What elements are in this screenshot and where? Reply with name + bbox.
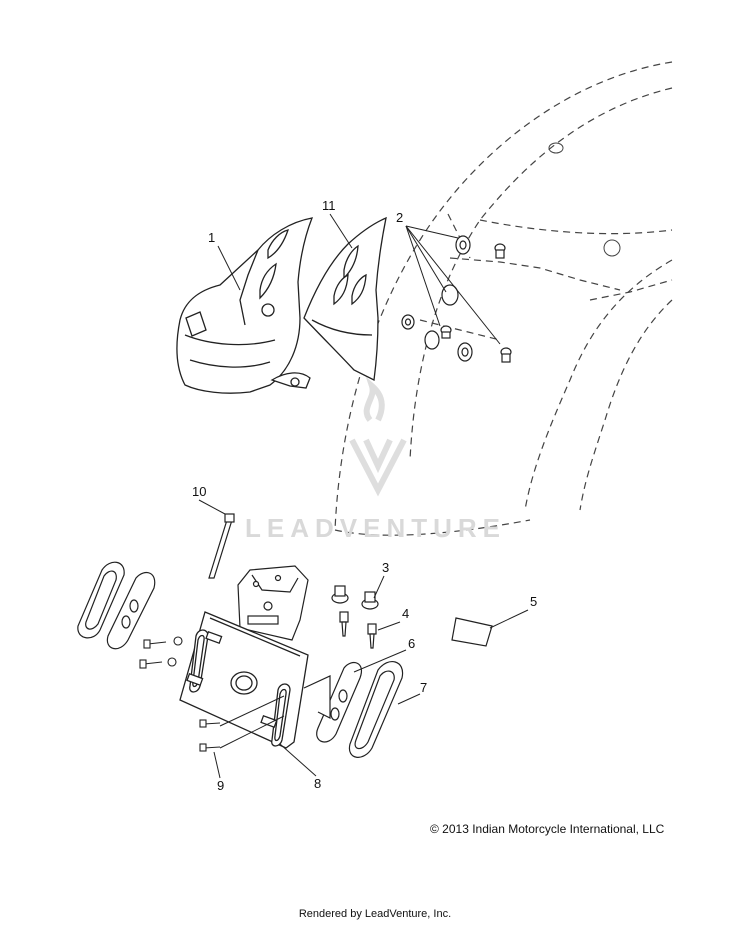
- fender-lamp: [603, 239, 621, 257]
- callout-4: 4: [402, 606, 409, 621]
- callout-labels: 1 2 3 4 5 6 7 8 9 10 11: [192, 198, 537, 793]
- part-11-fender-liner: [303, 216, 387, 381]
- part-9-screws: [139, 636, 221, 752]
- part-6-reflector-bracket-left: [106, 571, 156, 650]
- part-7-reflector-right: [348, 661, 404, 758]
- part-8-license-plate-bracket: [179, 611, 309, 749]
- rendered-by-footer: Rendered by LeadVenture, Inc.: [298, 908, 452, 920]
- callout-11: 11: [322, 198, 336, 213]
- callout-5: 5: [530, 594, 537, 609]
- callout-1: 1: [208, 230, 215, 245]
- fender-bolt: [548, 142, 564, 154]
- part-1-fender-housing: [176, 217, 314, 394]
- callout-6: 6: [408, 636, 415, 651]
- fender-outline: [334, 61, 673, 536]
- license-bracket-upper: [237, 565, 309, 641]
- callout-10: 10: [192, 484, 206, 499]
- part-6-reflector-bracket-right: [303, 661, 362, 743]
- callout-3: 3: [382, 560, 389, 575]
- callout-7: 7: [420, 680, 427, 695]
- part-7-reflector-left: [77, 561, 125, 639]
- watermark-logo: [349, 376, 407, 497]
- callout-2: 2: [396, 210, 403, 225]
- callout-8: 8: [314, 776, 321, 791]
- part-5-label: [451, 617, 493, 647]
- part-10-cable-tie: [208, 513, 235, 579]
- watermark-text: LEADVENTURE: [245, 513, 507, 543]
- part-4-bolts: [339, 611, 377, 649]
- part-3-nuts: [331, 585, 379, 610]
- callout-9: 9: [217, 778, 224, 793]
- copyright-notice: © 2013 Indian Motorcycle International, …: [430, 822, 665, 836]
- leader-lines: [198, 213, 529, 779]
- part-2-grommets: [401, 235, 512, 363]
